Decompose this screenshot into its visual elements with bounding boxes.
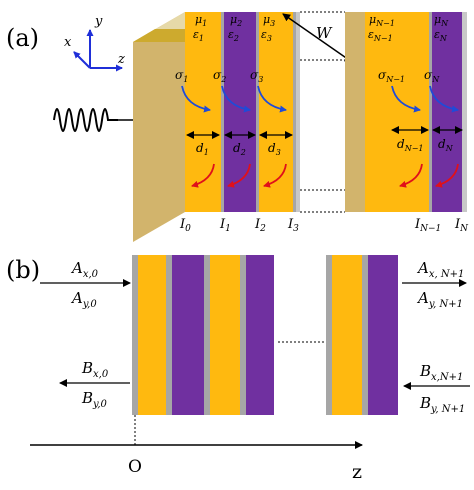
z-axis-label: z — [352, 461, 362, 483]
layer-stack-left — [133, 12, 300, 242]
graphene-n1 — [429, 12, 432, 212]
conductivity-labels: σ1 σ2 σ3 σN−1 σN — [175, 68, 440, 84]
eps-1: ε1 — [193, 28, 204, 43]
amp-ay-left: Ay,0 — [70, 289, 97, 310]
stripes-left — [132, 255, 274, 415]
layer-1-gold — [185, 12, 221, 212]
interface-n1: IN−1 — [414, 217, 441, 234]
sigma-n1: σN−1 — [378, 68, 405, 84]
eps-n: εN — [434, 28, 448, 43]
sigma-n: σN — [424, 68, 440, 84]
d-n: dN — [438, 137, 454, 153]
mu-n1: μN−1 — [369, 13, 395, 28]
interface-labels: I0 I1 I2 I3 IN−1 IN — [179, 217, 469, 234]
layer-2-purple — [224, 12, 256, 212]
origin-label: O — [128, 457, 142, 477]
substrate-front — [133, 12, 185, 242]
sigma-3: σ3 — [250, 68, 263, 84]
amplitude-arrows — [40, 279, 470, 390]
d-n1: dN−1 — [397, 137, 423, 153]
panel-a-label: (a) — [6, 24, 39, 52]
mu-3: μ3 — [263, 13, 275, 28]
period-arrow — [282, 13, 353, 63]
mu-2: μ2 — [230, 13, 242, 28]
sigma-1: σ1 — [175, 68, 188, 84]
interface-n: IN — [454, 217, 469, 234]
d-2: d2 — [233, 141, 246, 157]
amp-bx-right: Bx,N+1 — [419, 362, 463, 383]
thickness-arrows — [186, 126, 463, 139]
sigma-2: σ2 — [213, 68, 226, 84]
layer-parameters: μ1 ε1 μ2 ε2 μ3 ε3 μN−1 εN−1 μN εN — [193, 13, 449, 43]
panel-b-label: (b) — [6, 256, 40, 284]
panel-b: (b) Ax,0 Ay,0 — [6, 255, 470, 483]
interface-0: I0 — [179, 217, 191, 234]
graphene-3 — [293, 12, 296, 212]
eps-2: ε2 — [228, 28, 239, 43]
interface-3: I3 — [287, 217, 299, 234]
amp-ay-right: Ay, N+1 — [416, 289, 463, 310]
blue-current-arrows — [181, 85, 459, 113]
graphene-2 — [256, 12, 259, 212]
mu-n: μN — [434, 13, 449, 28]
layer-stack-right — [345, 12, 467, 212]
eps-3: ε3 — [261, 28, 272, 43]
amp-by-left: By,0 — [81, 389, 108, 410]
d-3: d3 — [268, 141, 281, 157]
interface-2: I2 — [254, 217, 266, 234]
red-current-arrows — [191, 163, 459, 188]
d-1: d1 — [196, 141, 209, 157]
coordinate-axes: y z x — [64, 14, 125, 72]
thickness-labels: d1 d2 d3 dN−1 dN — [196, 137, 454, 157]
amp-bx-left: Bx,0 — [81, 359, 109, 380]
axis-z-label: z — [117, 52, 125, 67]
layer-3-gold — [259, 12, 293, 212]
amplitude-labels: Ax,0 Ay,0 Bx,0 By,0 Ax, N+1 Ay, N+1 Bx,N… — [70, 259, 465, 415]
axis-x-label: x — [64, 35, 72, 50]
mu-1: μ1 — [195, 13, 207, 28]
period-label: W — [316, 24, 333, 42]
amp-ax-right: Ax, N+1 — [416, 259, 464, 280]
amp-ax-left: Ax,0 — [70, 259, 99, 280]
amp-by-right: By, N+1 — [419, 394, 465, 415]
interface-1: I1 — [219, 217, 231, 234]
eps-n1: εN−1 — [368, 28, 393, 43]
axis-y-label: y — [94, 14, 103, 29]
stripes-right — [326, 255, 398, 415]
graphene-1 — [221, 12, 224, 212]
graphene-n — [462, 12, 467, 212]
panel-a: (a) y z x — [6, 11, 469, 242]
